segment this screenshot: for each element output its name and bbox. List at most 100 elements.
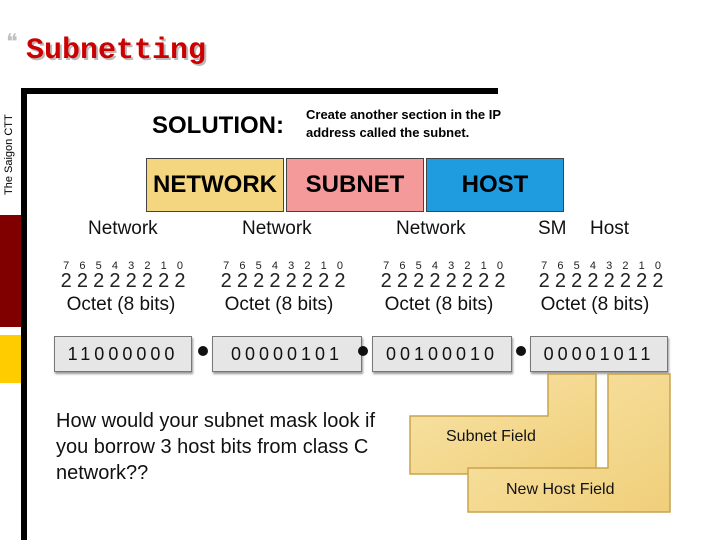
exponent: 1: [638, 260, 645, 272]
base: 2: [461, 270, 473, 292]
exponent: 0: [654, 260, 661, 272]
solution-label: SOLUTION:: [152, 112, 284, 139]
base: 2: [269, 270, 281, 292]
new-host-field-shape: [467, 373, 671, 513]
exponent: 1: [480, 260, 487, 272]
exponent: 2: [464, 260, 471, 272]
exponent: 0: [496, 260, 503, 272]
page-title: Subnetting: [26, 34, 207, 68]
exponent: 1: [160, 260, 167, 272]
exponent: 0: [336, 260, 343, 272]
sidebar-white-segment: [0, 0, 21, 215]
base: 2: [174, 270, 186, 292]
exponent: 2: [622, 260, 629, 272]
sidebar-vertical-rule: [21, 88, 27, 540]
base: 2: [125, 270, 137, 292]
title-rule: [26, 88, 498, 94]
exponent: 3: [288, 260, 295, 272]
exponent: 5: [255, 260, 262, 272]
exponent: 6: [557, 260, 564, 272]
solution-text: Create another section in the IP address…: [306, 107, 501, 140]
base: 2: [253, 270, 265, 292]
base: 2: [301, 270, 313, 292]
base: 2: [429, 270, 441, 292]
new-host-field-label: New Host Field: [506, 481, 615, 498]
base: 2: [220, 270, 232, 292]
base: 2: [652, 270, 664, 292]
host-header-box: HOST: [426, 158, 564, 212]
exponent: 3: [606, 260, 613, 272]
base: 2: [619, 270, 631, 292]
base: 2: [636, 270, 648, 292]
base: 2: [571, 270, 583, 292]
exponent: 6: [399, 260, 406, 272]
octet-bits-3: 00100010: [372, 336, 512, 372]
base: 2: [587, 270, 599, 292]
octet-separator-dot: [516, 346, 526, 356]
exponent: 5: [415, 260, 422, 272]
exponent: 3: [128, 260, 135, 272]
sidebar-yellow-segment: [0, 335, 21, 383]
octet-bits-2: 00000101: [212, 336, 362, 372]
sidebar-decoration: [0, 0, 27, 540]
base: 2: [538, 270, 550, 292]
field-diagram: [409, 373, 671, 513]
sub-label-network-2: Network: [242, 218, 312, 239]
octet-bits-4: 00001011: [530, 336, 668, 372]
exponent: 0: [176, 260, 183, 272]
octet-separator-dot: [198, 346, 208, 356]
octet-label-2: Octet (8 bits): [224, 294, 334, 315]
base: 2: [603, 270, 615, 292]
octet-label-4: Octet (8 bits): [540, 294, 650, 315]
exponent: 1: [320, 260, 327, 272]
base: 2: [141, 270, 153, 292]
base: 2: [445, 270, 457, 292]
base: 2: [554, 270, 566, 292]
exponent: 3: [448, 260, 455, 272]
exponent: 2: [144, 260, 151, 272]
base: 2: [478, 270, 490, 292]
exponent: 7: [223, 260, 230, 272]
network-header-box: NETWORK: [146, 158, 284, 212]
base: 2: [236, 270, 248, 292]
base: 2: [334, 270, 346, 292]
exponent: 6: [239, 260, 246, 272]
sub-label-host: Host: [590, 218, 630, 239]
sub-label-network-3: Network: [396, 218, 466, 239]
sub-label-network-1: Network: [88, 218, 158, 239]
sidebar-red-segment: [0, 215, 21, 327]
subnet-header-box: SUBNET: [286, 158, 424, 212]
base: 2: [60, 270, 72, 292]
base: 2: [318, 270, 330, 292]
exponent: 7: [541, 260, 548, 272]
base: 2: [158, 270, 170, 292]
base: 2: [494, 270, 506, 292]
question-text: How would your subnet mask look if you b…: [56, 410, 376, 484]
exponent: 4: [111, 260, 118, 272]
exponent: 5: [573, 260, 580, 272]
exponent: 7: [383, 260, 390, 272]
base: 2: [109, 270, 121, 292]
exponent: 7: [63, 260, 70, 272]
exponent: 4: [589, 260, 596, 272]
exponent: 5: [95, 260, 102, 272]
octet-label-1: Octet (8 bits): [66, 294, 176, 315]
base: 2: [285, 270, 297, 292]
octet-bits-1: 11000000: [54, 336, 192, 372]
sidebar-gap-segment: [0, 327, 21, 335]
base: 2: [413, 270, 425, 292]
vertical-org-label: The Saigon CTT: [3, 114, 15, 195]
exponent: 4: [271, 260, 278, 272]
base: 2: [76, 270, 88, 292]
